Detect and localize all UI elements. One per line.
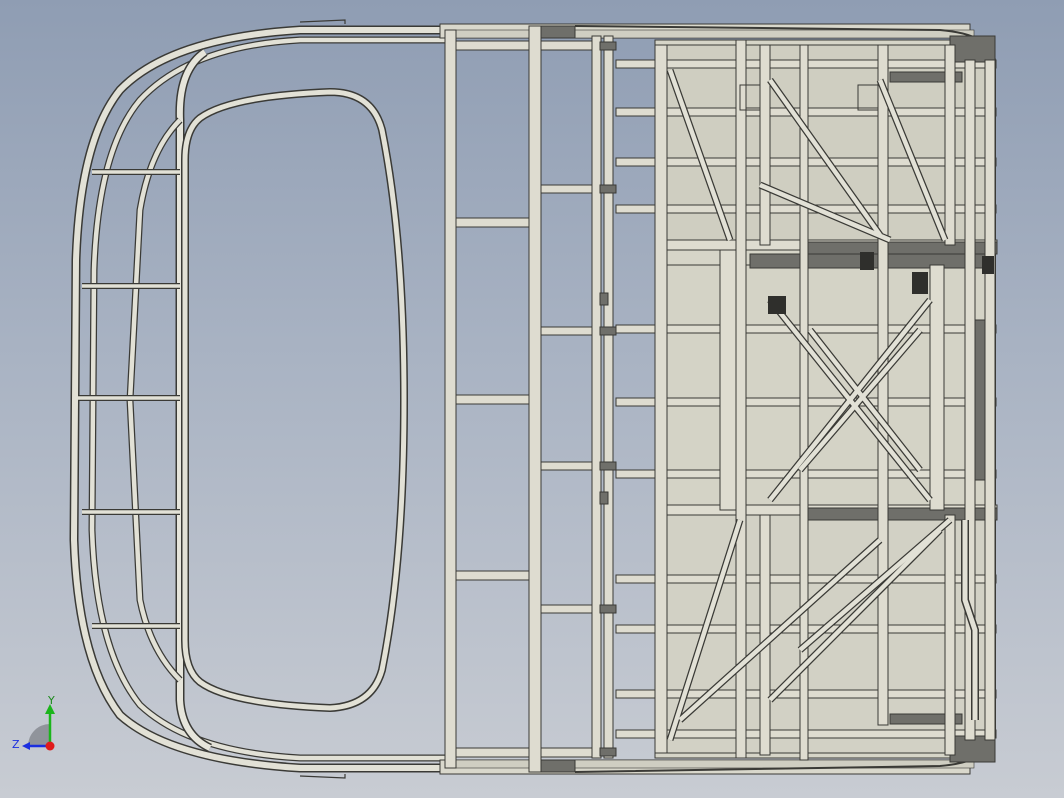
y-axis-label: Y xyxy=(47,696,55,707)
windshield-frame xyxy=(181,87,409,713)
cab-frame xyxy=(69,25,455,773)
x-axis-icon xyxy=(45,741,55,751)
rear-frame xyxy=(574,25,998,773)
roof-edges xyxy=(299,19,346,779)
z-axis-label: Z xyxy=(12,738,20,751)
triad-base-icon xyxy=(28,724,50,746)
coordinate-triad: Y Z xyxy=(12,696,55,751)
middle-section xyxy=(439,23,975,775)
